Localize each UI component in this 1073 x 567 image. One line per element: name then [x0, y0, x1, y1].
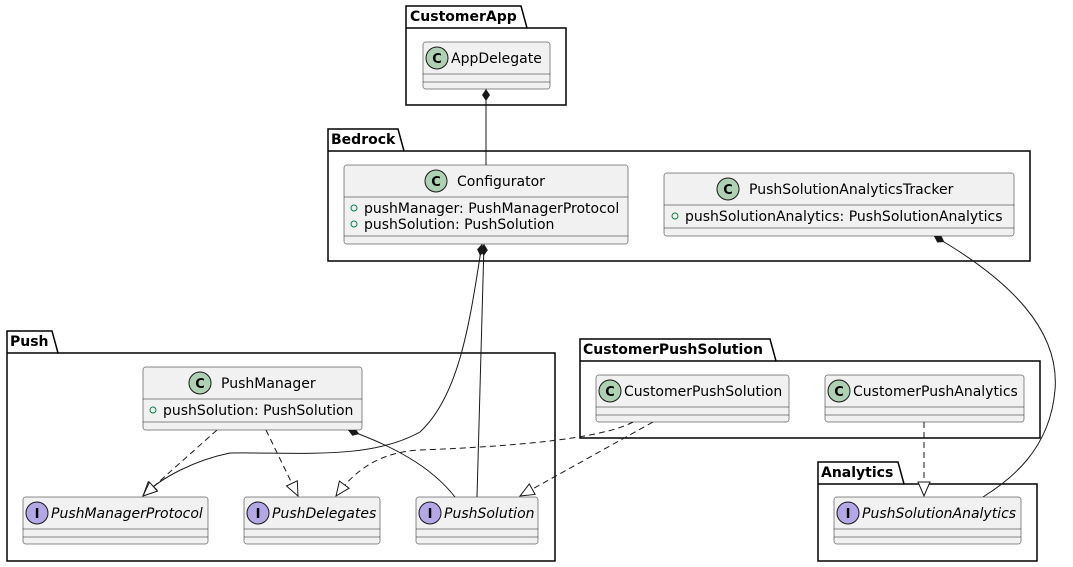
- edge-configurator-pushmanagerprotocol: [143, 243, 482, 496]
- edge-customerpushsolution-realizes-pushdelegates: [336, 421, 634, 496]
- package-title-customer-app: CustomerApp: [410, 9, 517, 25]
- class-badge-letter: C: [605, 385, 615, 400]
- interface-badge-letter: I: [256, 507, 261, 522]
- interface-badge-letter: I: [846, 507, 851, 522]
- class-app-delegate[interactable]: C AppDelegate: [422, 41, 551, 90]
- public-visibility-icon: [350, 204, 358, 212]
- class-name-app-delegate: AppDelegate: [451, 51, 542, 67]
- interface-push-solution[interactable]: I PushSolution: [415, 496, 539, 545]
- class-badge-letter: C: [432, 52, 442, 67]
- class-name-push-solution-analytics-tracker: PushSolutionAnalyticsTracker: [749, 182, 954, 198]
- class-configurator[interactable]: C Configurator pushManager: PushManagerP…: [343, 164, 629, 245]
- class-push-solution-analytics-tracker[interactable]: C PushSolutionAnalyticsTracker pushSolut…: [663, 172, 1015, 237]
- interface-badge-letter: I: [428, 507, 433, 522]
- interface-name-push-solution-analytics: PushSolutionAnalytics: [862, 506, 1016, 522]
- package-customer-push-solution: CustomerPushSolution: [579, 338, 1041, 439]
- interface-badge-icon: [836, 501, 860, 525]
- interface-badge-icon: [25, 501, 49, 525]
- class-customer-push-solution[interactable]: C CustomerPushSolution: [595, 374, 790, 423]
- package-title-bedrock: Bedrock: [331, 132, 396, 148]
- class-badge-letter: C: [195, 377, 205, 392]
- class-name-push-manager: PushManager: [221, 376, 316, 392]
- class-name-configurator: Configurator: [457, 174, 545, 190]
- class-badge-icon: [827, 379, 851, 403]
- package-analytics: Analytics: [817, 461, 1038, 562]
- class-badge-icon: [716, 177, 740, 201]
- interface-name-push-delegates: PushDelegates: [272, 506, 376, 522]
- package-push: Push: [6, 330, 556, 562]
- class-badge-letter: C: [723, 183, 733, 198]
- interface-push-manager-protocol[interactable]: I PushManagerProtocol: [22, 496, 209, 545]
- interface-name-push-solution: PushSolution: [444, 506, 535, 522]
- edge-tracker-pushsolutionanalytics: [933, 235, 1056, 498]
- class-customer-push-analytics[interactable]: C CustomerPushAnalytics: [824, 374, 1025, 423]
- edge-pushmanager-realizes-pushdelegates: [265, 429, 298, 496]
- attribute-push-solution: pushSolution: PushSolution: [364, 217, 554, 233]
- interface-push-delegates[interactable]: I PushDelegates: [243, 496, 381, 545]
- interface-badge-icon: [246, 501, 270, 525]
- public-visibility-icon: [149, 406, 157, 414]
- interface-name-push-manager-protocol: PushManagerProtocol: [51, 506, 203, 522]
- edge-customerpushsolution-realizes-pushsolution: [520, 421, 654, 496]
- interface-push-solution-analytics[interactable]: I PushSolutionAnalytics: [833, 496, 1022, 545]
- interface-badge-letter: I: [35, 507, 40, 522]
- class-badge-icon: [425, 46, 449, 70]
- class-badge-icon: [424, 169, 448, 193]
- package-title-analytics: Analytics: [821, 465, 893, 481]
- relationships: [143, 89, 1056, 498]
- attribute-push-solution-analytics: pushSolutionAnalytics: PushSolutionAnaly…: [685, 209, 1003, 225]
- class-badge-letter: C: [834, 385, 844, 400]
- class-badge-icon: [188, 371, 212, 395]
- class-badge-icon: [598, 379, 622, 403]
- class-push-manager[interactable]: C PushManager pushSolution: PushSolution: [142, 366, 363, 431]
- class-name-customer-push-solution: CustomerPushSolution: [624, 384, 782, 400]
- public-visibility-icon: [671, 212, 679, 220]
- class-name-customer-push-analytics: CustomerPushAnalytics: [853, 384, 1018, 400]
- edge-pushmanager-pushsolution: [347, 428, 456, 498]
- package-title-push: Push: [10, 334, 49, 350]
- package-title-customer-push-solution: CustomerPushSolution: [583, 342, 763, 358]
- attribute-push-manager: pushManager: PushManagerProtocol: [364, 201, 619, 217]
- public-visibility-icon: [350, 220, 358, 228]
- edge-pushmanager-realizes-pushmanagerprotocol: [143, 429, 218, 496]
- edge-configurator-pushsolution: [476, 243, 488, 498]
- package-customer-app: CustomerApp: [405, 5, 567, 106]
- attribute-push-solution: pushSolution: PushSolution: [163, 403, 353, 419]
- interface-badge-icon: [418, 501, 442, 525]
- class-badge-letter: C: [431, 175, 441, 190]
